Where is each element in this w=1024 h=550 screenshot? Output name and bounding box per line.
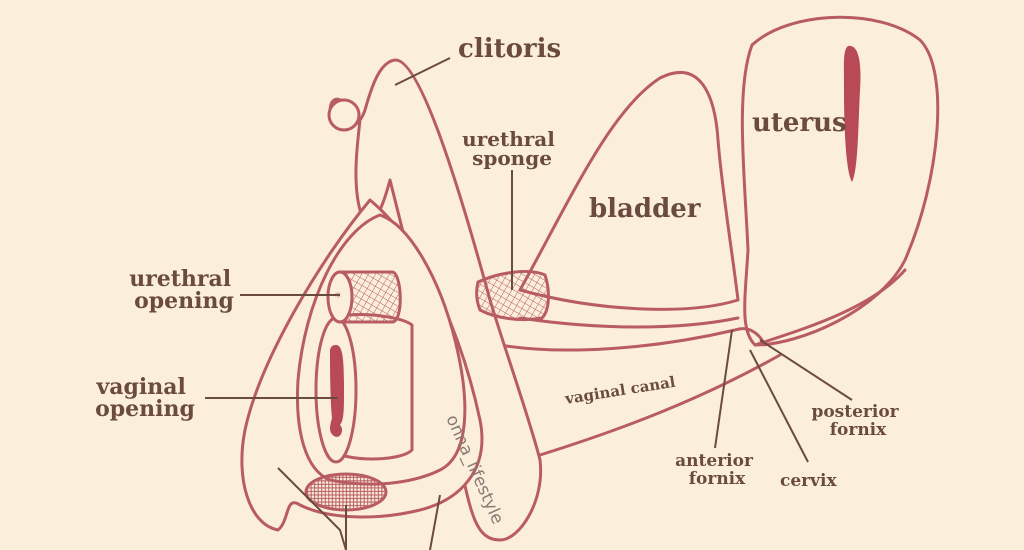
clitoris-glans xyxy=(327,98,361,132)
uterus-fold xyxy=(753,268,907,347)
urethral-sponge-shape xyxy=(475,269,550,322)
label-vaginal-canal: vaginal canal xyxy=(563,373,677,408)
leader-anterior-fornix xyxy=(714,329,733,449)
urethral-opening-asterisk: * xyxy=(335,290,341,304)
vaginal-canal-lower-wall xyxy=(538,353,782,457)
uterus-shape xyxy=(740,15,940,347)
label-vaginal-opening: vaginal opening xyxy=(95,374,195,422)
leader-clitoris xyxy=(394,57,451,86)
urethral-tube xyxy=(338,270,402,324)
label-posterior-fornix: posterior fornix xyxy=(811,402,904,440)
leader-posterior-fornix xyxy=(759,339,853,401)
label-cervix: cervix xyxy=(780,471,837,491)
vaginal-opening-slit xyxy=(330,345,344,437)
label-urethral-sponge: urethral sponge xyxy=(462,127,562,170)
urethra-tube xyxy=(518,316,740,329)
uterus-cavity xyxy=(843,45,861,182)
label-anterior-fornix: anterior fornix xyxy=(675,451,759,489)
urethral-opening-rim xyxy=(326,270,354,324)
leader-cervix xyxy=(749,349,809,463)
vaginal-canal-upper-wall xyxy=(498,327,767,352)
bartholin-gland xyxy=(304,472,388,512)
label-urethral-opening: urethral opening xyxy=(129,266,239,314)
label-clitoris: clitoris xyxy=(458,34,561,64)
leader-inner-labia xyxy=(277,467,347,550)
label-bladder: bladder xyxy=(589,194,701,224)
label-uterus: uterus xyxy=(752,108,847,138)
leader-outer-labia xyxy=(429,494,441,550)
bladder-shape xyxy=(518,71,740,311)
